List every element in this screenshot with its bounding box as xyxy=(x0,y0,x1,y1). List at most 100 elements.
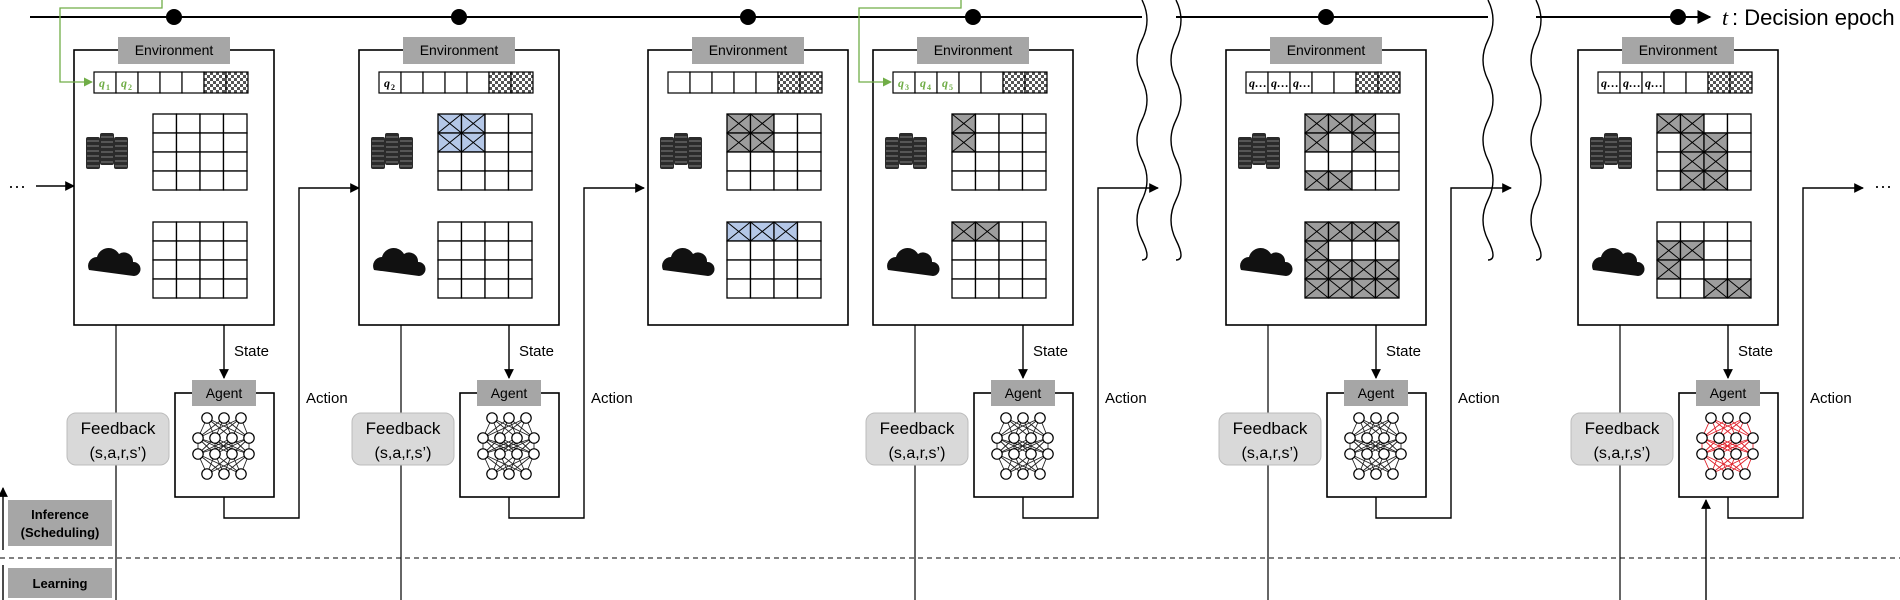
grid-cell xyxy=(199,240,225,261)
nn-edge xyxy=(1701,437,1754,455)
nn-node xyxy=(192,432,204,444)
nn-node xyxy=(1378,432,1390,444)
queue-slot xyxy=(1311,71,1335,94)
grid-cell xyxy=(1021,221,1047,242)
feedback-box xyxy=(1218,412,1322,466)
state-label: State xyxy=(234,343,269,360)
grid-cell xyxy=(1726,132,1752,153)
cell-cross xyxy=(1304,113,1329,134)
grid-cell xyxy=(1726,221,1752,242)
grid-cell xyxy=(796,221,822,242)
inference-label-box xyxy=(8,500,112,546)
queue-slot xyxy=(711,71,735,94)
grid-cell xyxy=(222,132,248,153)
grid-cell xyxy=(1374,113,1400,134)
grid-cell xyxy=(1304,151,1330,172)
nn-node xyxy=(209,448,221,460)
grid-cell xyxy=(1021,240,1047,261)
grid-cell xyxy=(199,170,225,191)
grid-cell xyxy=(1327,151,1353,172)
grid-cell xyxy=(199,278,225,299)
nn-node xyxy=(1705,468,1717,480)
feedback-box xyxy=(351,412,455,466)
queue-task-index: 5 xyxy=(949,83,953,92)
timeline-label: : Decision epoch xyxy=(1732,5,1895,30)
action-label: Action xyxy=(306,390,348,407)
action-arrow xyxy=(508,183,645,519)
nn-edge xyxy=(1701,417,1746,439)
grid-cell xyxy=(1021,170,1047,191)
agent-header xyxy=(991,380,1055,406)
grid-cell xyxy=(484,170,510,191)
nn-node xyxy=(1344,448,1356,460)
server-rack xyxy=(1604,133,1618,165)
phase-labels: Inference (Scheduling) Learning xyxy=(0,487,112,600)
grid-cell xyxy=(773,151,799,172)
grid-cell xyxy=(1726,170,1752,191)
server-icon xyxy=(1238,133,1280,169)
nn-edge xyxy=(482,417,527,439)
grid-cell xyxy=(1351,170,1377,191)
nn-node xyxy=(1722,468,1734,480)
cell-cross xyxy=(773,221,798,242)
grid-cell xyxy=(199,221,225,242)
environment-header xyxy=(917,37,1029,64)
nn-node xyxy=(1370,412,1382,424)
server-rack xyxy=(674,133,688,165)
queue-slot xyxy=(958,71,982,94)
nn-node xyxy=(1034,468,1046,480)
queue-task: q… xyxy=(1271,76,1289,90)
queue-task: q xyxy=(898,76,904,90)
action-arrow xyxy=(1375,183,1512,519)
cell-cross xyxy=(1351,132,1376,153)
cell-cross xyxy=(1304,170,1329,191)
queue-slot xyxy=(980,71,1004,94)
grid-cell xyxy=(796,151,822,172)
action-label: Action xyxy=(1458,390,1500,407)
nn-node xyxy=(1034,412,1046,424)
grid-cell xyxy=(998,259,1024,280)
grid-cell xyxy=(484,259,510,280)
agent-header xyxy=(192,380,256,406)
neural-network-icon xyxy=(1344,412,1407,480)
queue-slot xyxy=(137,71,161,94)
cell-cross xyxy=(1351,278,1376,299)
grid-cell xyxy=(796,170,822,191)
nn-edge xyxy=(197,437,250,455)
cell-cross xyxy=(1727,278,1752,299)
cloud-icon xyxy=(887,248,940,276)
nn-node xyxy=(1395,448,1407,460)
grid-cell xyxy=(749,259,775,280)
grid-cell xyxy=(1679,259,1705,280)
queue-slot xyxy=(400,71,424,94)
grid-cell xyxy=(484,132,510,153)
queue-slot xyxy=(914,71,938,94)
grid-cell xyxy=(1703,113,1729,134)
nn-node xyxy=(1017,468,1029,480)
server-icon xyxy=(86,133,128,169)
grid-cell xyxy=(1656,170,1682,191)
nn-node xyxy=(1739,468,1751,480)
server-rack xyxy=(913,137,927,169)
queue-slot xyxy=(159,71,183,94)
cell-cross xyxy=(1351,113,1376,134)
decision-epoch-3: Environment xyxy=(647,9,849,326)
nn-node xyxy=(1008,448,1020,460)
grid-cell xyxy=(1374,170,1400,191)
inference-label: Inference xyxy=(31,507,89,522)
nn-node xyxy=(528,432,540,444)
nn-node xyxy=(192,448,204,460)
cell-cross xyxy=(1304,132,1329,153)
cell-cross xyxy=(1375,259,1400,280)
neural-network-icon xyxy=(477,412,540,480)
agent-title: Agent xyxy=(1005,385,1042,401)
grid-cell xyxy=(222,278,248,299)
nn-node xyxy=(1042,448,1054,460)
neural-network-icon xyxy=(991,412,1054,480)
cell-cross xyxy=(461,132,486,153)
grid-cell xyxy=(726,170,752,191)
action-label: Action xyxy=(1105,390,1147,407)
grid-cell xyxy=(749,240,775,261)
